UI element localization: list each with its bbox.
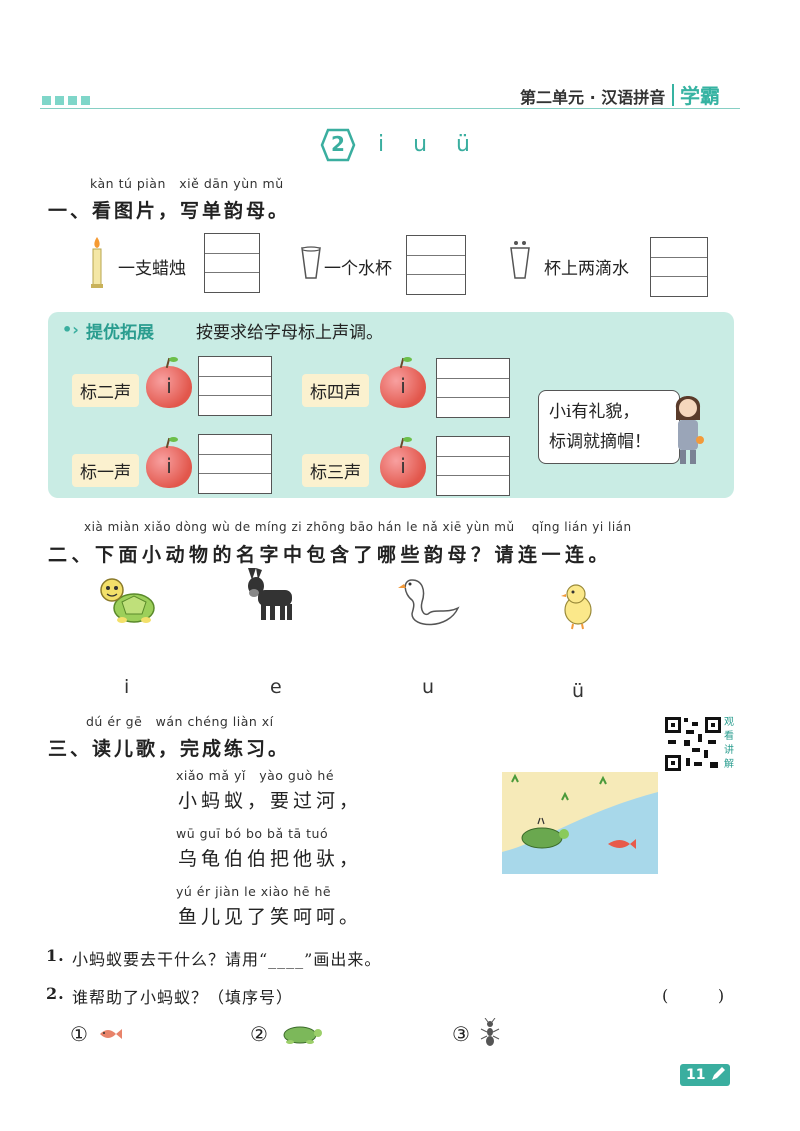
lesson-badge: 2	[320, 128, 356, 162]
speech-line-1: 小i有礼貌，	[549, 402, 640, 422]
donkey-icon	[244, 566, 296, 626]
header-line	[40, 108, 740, 109]
apple-icon: i	[146, 437, 192, 488]
option-2-number: ②	[250, 1022, 268, 1046]
page-number-badge: 11	[680, 1064, 730, 1086]
tone-box-4[interactable]	[436, 436, 510, 496]
cup-icon	[300, 246, 322, 284]
question-2-number: 2.	[46, 984, 65, 1003]
vowel-2: e	[270, 676, 282, 698]
turtle-icon	[96, 572, 160, 630]
question-2: 谁帮助了小蚂蚁？（填序号）	[72, 988, 294, 1007]
fish-icon	[98, 1026, 124, 1046]
apple-icon: i	[146, 357, 192, 408]
question-1-number: 1.	[46, 946, 65, 965]
cup-with-drops-icon	[508, 240, 532, 284]
lesson-letters: i u ü	[378, 132, 472, 157]
apple-letter: i	[166, 454, 172, 478]
section2-pinyin: xià miàn xiǎo dòng wù de míng zi zhōng b…	[84, 520, 632, 534]
tone-label-4: 标三声	[302, 454, 369, 487]
header-divider	[672, 84, 674, 106]
section1-pinyin: kàn tú piàn xiě dān yùn mǔ	[90, 176, 284, 191]
lesson-badge-shape	[320, 128, 356, 162]
tone-label-2: 标四声	[302, 374, 369, 407]
poem-pinyin-1: xiǎo mǎ yǐ yào guò hé	[176, 768, 335, 783]
poem-line-3: 鱼儿见了笑呵呵。	[178, 906, 363, 928]
tone-label-3: 标一声	[72, 454, 139, 487]
page-number: 11	[686, 1067, 706, 1083]
swan-icon	[398, 574, 462, 638]
apple-icon: i	[380, 437, 426, 488]
tone-box-1[interactable]	[198, 356, 272, 416]
write-box-1[interactable]	[204, 233, 260, 293]
write-box-2[interactable]	[406, 235, 466, 295]
unit-title: 第二单元 · 汉语拼音	[520, 88, 666, 107]
poem-pinyin-2: wū guī bó bo bǎ tā tuó	[176, 826, 329, 841]
speech-bubble: 小i有礼貌， 标调就摘帽！	[538, 390, 680, 464]
item-label-3: 杯上两滴水	[544, 259, 629, 279]
pencil-icon	[710, 1066, 726, 1086]
answer-blank[interactable]: ( )	[662, 986, 726, 1005]
brand-logo: 学霸	[680, 84, 720, 108]
apple-letter: i	[400, 374, 406, 398]
lesson-number: 2	[331, 132, 345, 156]
vowel-4: ü	[572, 680, 585, 702]
candle-icon	[88, 235, 106, 293]
extension-title: 提优拓展	[86, 323, 154, 343]
apple-letter: i	[400, 454, 406, 478]
poem-pinyin-3: yú ér jiàn le xiào hē hē	[176, 884, 332, 899]
ant-icon	[478, 1017, 502, 1052]
section3-title: 三、读儿歌，完成练习。	[48, 738, 291, 760]
qr-code[interactable]	[664, 716, 722, 772]
qr-label: 观看讲解	[724, 717, 734, 770]
section1-title: 一、看图片，写单韵母。	[48, 200, 291, 222]
vowel-1: i	[124, 676, 130, 698]
poem-line-1: 小蚂蚁，要过河，	[178, 790, 363, 812]
option-3-number: ③	[452, 1022, 470, 1046]
question-1: 小蚂蚁要去干什么？请用“____”画出来。	[72, 950, 382, 969]
write-box-3[interactable]	[650, 237, 708, 297]
tone-box-2[interactable]	[436, 358, 510, 418]
girl-icon	[670, 390, 706, 470]
extension-instruction: 按要求给字母标上声调。	[196, 323, 383, 343]
section3-pinyin: dú ér gē wán chéng liàn xí	[86, 714, 274, 729]
tone-box-3[interactable]	[198, 434, 272, 494]
apple-icon: i	[380, 357, 426, 408]
header-decoration	[42, 90, 94, 109]
option-1-number: ①	[70, 1022, 88, 1046]
chick-icon	[560, 580, 596, 634]
tone-label-1: 标二声	[72, 374, 139, 407]
apple-letter: i	[166, 374, 172, 398]
arrow-icon: •›	[62, 320, 79, 339]
item-label-2: 一个水杯	[324, 259, 392, 279]
speech-line-2: 标调就摘帽！	[549, 432, 651, 452]
turtle-icon	[278, 1020, 324, 1050]
section2-title: 二、下面小动物的名字中包含了哪些韵母？请连一连。	[48, 544, 613, 566]
vowel-3: u	[422, 676, 435, 698]
poem-line-2: 乌龟伯伯把他驮，	[178, 848, 363, 870]
item-label-1: 一支蜡烛	[118, 259, 186, 279]
river-illustration	[502, 772, 658, 878]
